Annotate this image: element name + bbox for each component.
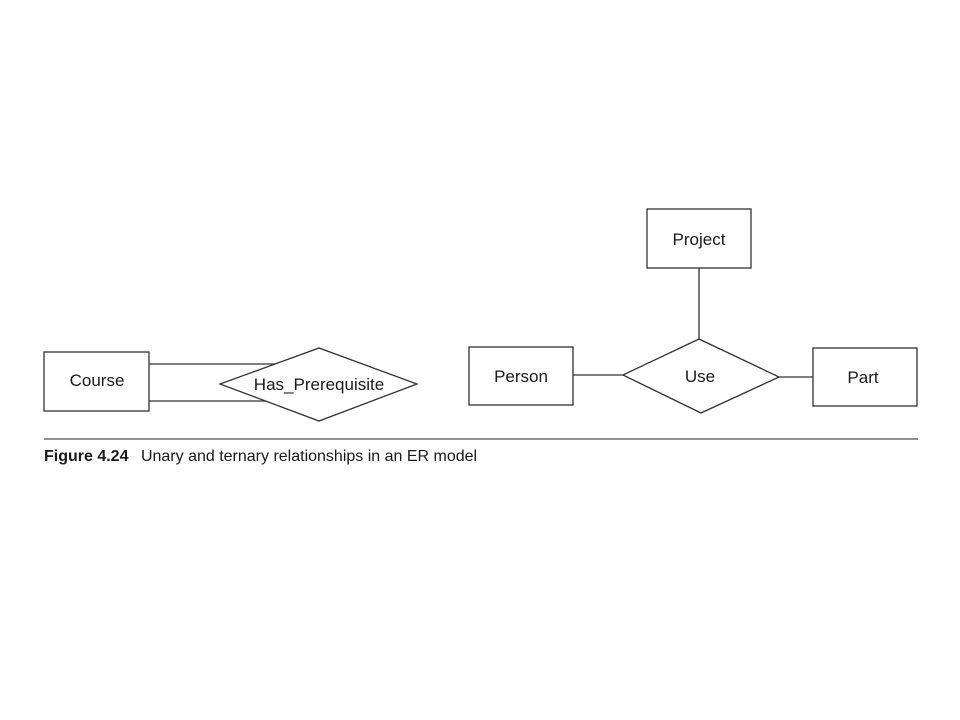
entity-course-label: Course (70, 371, 125, 390)
ternary-relationship-group: Project Person Use Part (468, 208, 918, 414)
relationship-use-label: Use (685, 367, 715, 386)
entity-part (812, 347, 918, 407)
unary-relationship-group: Course Has_Prerequisite (43, 347, 419, 422)
figure-caption: Figure 4.24 Unary and ternary relationsh… (44, 448, 477, 465)
entity-part-label: Part (847, 368, 878, 387)
entity-person-label: Person (494, 367, 548, 386)
entity-person (468, 346, 574, 406)
figure-number: Figure 4.24 (44, 448, 129, 465)
relationship-use (621, 338, 781, 414)
relationship-has-prerequisite-label: Has_Prerequisite (254, 375, 384, 394)
entity-project (646, 208, 752, 269)
relationship-has-prerequisite (218, 347, 419, 422)
entity-course (43, 351, 150, 412)
figure-caption-text: Unary and ternary relationships in an ER… (141, 448, 477, 465)
entity-project-label: Project (673, 230, 726, 249)
